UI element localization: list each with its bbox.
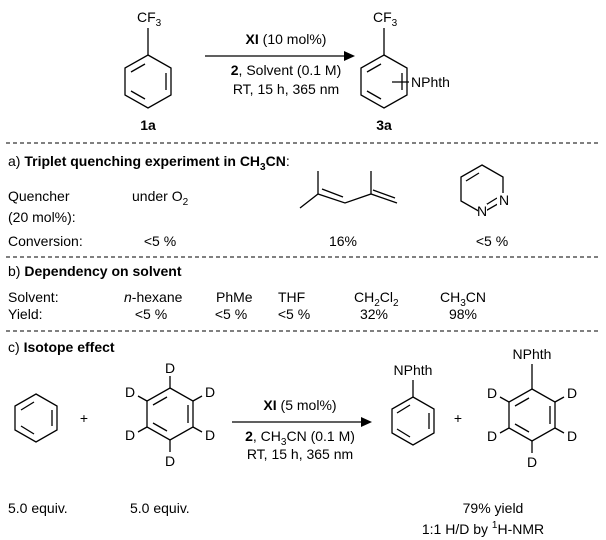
d-atom: D <box>487 428 497 444</box>
yield-thf: <5 % <box>278 306 310 322</box>
isotope-conditions-line1: 2, CH3CN (0.1 M) <box>245 428 355 448</box>
solvent-phme: PhMe <box>216 289 253 305</box>
plus-sign-2: + <box>454 410 462 426</box>
d-atom: D <box>487 385 497 401</box>
d-atom: D <box>567 385 577 401</box>
conversion-pyridazine: <5 % <box>476 233 508 249</box>
top-conditions-line1: 2, Solvent (0.1 M) <box>231 62 342 78</box>
nphth-benzene-product: NPhth <box>391 362 435 446</box>
solvent-ch3cn: CH3CN <box>440 289 486 309</box>
arrow-head <box>344 51 355 61</box>
reactant-label: 1a <box>140 117 156 133</box>
section-c-heading: c) Isotope effect <box>8 339 115 355</box>
product-cf3-label: CF3 <box>373 9 398 29</box>
product-label: 3a <box>376 117 392 133</box>
quencher-o2: under O2 <box>132 188 189 208</box>
reactant-cf3-label: CF3 <box>137 9 162 29</box>
pyridazine-structure: N N <box>460 164 510 219</box>
top-conditions-line2: RT, 15 h, 365 nm <box>233 81 339 97</box>
yield-ch2cl2: 32% <box>360 306 388 322</box>
solvent-row-label: Solvent: <box>8 289 59 305</box>
product-yield: 79% yield <box>463 500 524 516</box>
quencher-label-1: Quencher <box>8 188 70 204</box>
d-atom: D <box>125 384 135 400</box>
arrow-head <box>361 417 372 427</box>
product-nphth-label: NPhth <box>411 74 450 90</box>
product-nphth-label: NPhth <box>513 346 552 362</box>
diene-structure <box>299 171 398 209</box>
d-atom: D <box>165 453 175 469</box>
d-atom: D <box>527 454 537 470</box>
conversion-label: Conversion: <box>8 233 83 249</box>
d-atom: D <box>125 427 135 443</box>
section-b-heading: b) Dependency on solvent <box>8 263 182 279</box>
benzene-ring <box>124 54 172 109</box>
hd-ratio: 1:1 H/D by 1H-NMR <box>422 520 544 537</box>
benzene-reactant <box>14 393 58 443</box>
solvent-hexane: n-hexane <box>124 289 183 305</box>
section-c: c) Isotope effect + D D D D D D <box>8 339 577 537</box>
yield-ch3cn: 98% <box>449 306 477 322</box>
equiv-benzene: 5.0 equiv. <box>8 500 68 516</box>
yield-row-label: Yield: <box>8 306 43 322</box>
equiv-benzene-d6: 5.0 equiv. <box>130 500 190 516</box>
section-a: a) Triplet quenching experiment in CH3CN… <box>8 153 510 249</box>
product-nphth-label: NPhth <box>394 362 433 378</box>
quencher-label-2: (20 mol%): <box>8 209 76 225</box>
yield-phme: <5 % <box>215 306 247 322</box>
isotope-conditions-line2: RT, 15 h, 365 nm <box>247 446 353 462</box>
product-3a: CF3 NPhth 3a <box>360 9 450 133</box>
d-atom: D <box>205 384 215 400</box>
d-atom: D <box>205 427 215 443</box>
conversion-diene: 16% <box>329 233 357 249</box>
top-reaction-arrow: XI (10 mol%) 2, Solvent (0.1 M) RT, 15 h… <box>205 31 355 97</box>
solvent-thf: THF <box>278 289 305 305</box>
d-atom: D <box>165 360 175 376</box>
product-ring <box>360 54 408 109</box>
plus-sign-1: + <box>80 410 88 426</box>
nphth-benzene-d5-product: NPhth D D D D D <box>487 346 577 470</box>
section-a-heading: a) Triplet quenching experiment in CH3CN… <box>8 153 290 173</box>
conversion-o2: <5 % <box>144 233 176 249</box>
cf3-text: CF <box>137 9 156 25</box>
reactant-1a: CF3 1a <box>124 9 172 133</box>
pyridazine-n1: N <box>477 203 487 219</box>
section-b: b) Dependency on solvent Solvent: Yield:… <box>8 263 486 322</box>
benzene-d6-reactant: D D D D D D <box>125 360 215 469</box>
d-atom: D <box>567 428 577 444</box>
isotope-reaction-arrow: XI (5 mol%) 2, CH3CN (0.1 M) RT, 15 h, 3… <box>232 397 372 462</box>
solvent-ch2cl2: CH2Cl2 <box>354 289 399 309</box>
pyridazine-n2: N <box>499 192 509 208</box>
isotope-catalyst-text: XI (5 mol%) <box>263 397 336 413</box>
yield-hexane: <5 % <box>135 306 167 322</box>
top-catalyst-text: XI (10 mol%) <box>246 31 327 47</box>
